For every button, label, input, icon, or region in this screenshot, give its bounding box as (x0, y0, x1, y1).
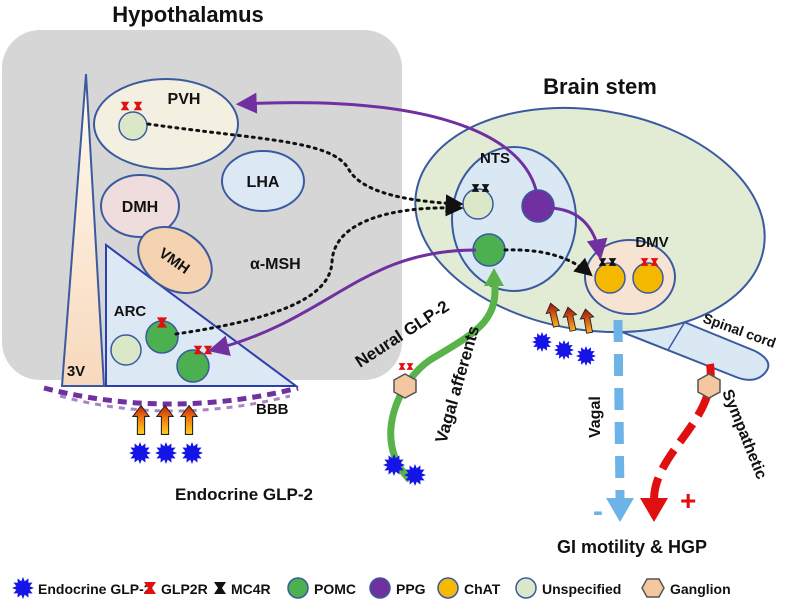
endocrine-glp2-icon (576, 346, 596, 366)
nts-nucleus (451, 146, 577, 292)
nts-ppg-neuron (521, 189, 555, 223)
outcome-label: GI motility & HGP (557, 537, 707, 557)
endocrine-glp2-label: Endocrine GLP-2 (175, 485, 313, 504)
glp2r-icon (398, 363, 406, 370)
legend-endocrine-glp2-icon (12, 577, 34, 599)
legend-label: Ganglion (670, 581, 731, 597)
lha-nucleus (221, 150, 305, 212)
vagal-efferent-pathway (613, 319, 625, 499)
dmh-label: DMH (122, 199, 158, 216)
nts-unspecified-neuron (462, 188, 494, 220)
sympathetic-arrowhead (640, 498, 668, 522)
endocrine-glp2-icon (554, 340, 574, 360)
dmv-label: DMV (635, 234, 668, 251)
legend-label: PPG (396, 581, 426, 597)
endocrine-glp2-icon (181, 442, 203, 464)
ppg-to-pvh-pathway (235, 92, 538, 191)
hypothalamus-title: Hypothalamus (112, 2, 264, 27)
inhibition-sign: - (593, 495, 603, 528)
sympathetic-label: Sympathetic (718, 387, 769, 482)
endocrine-glp2-icon (155, 442, 177, 464)
pvh-label: PVH (168, 91, 201, 108)
arc-unspecified-neuron (110, 334, 142, 366)
stimulation-sign: + (680, 485, 696, 516)
alpha-msh-label: α-MSH (250, 256, 301, 273)
vagal-ganglion (393, 373, 417, 399)
dmv-chat-neuron (594, 262, 626, 294)
legend-label: MC4R (231, 581, 271, 597)
blood-brain-barrier-inner (59, 394, 291, 413)
pvh-unspecified-neuron (118, 111, 148, 141)
arc-label: ARC (114, 303, 147, 320)
arc-pomc-neuron (176, 349, 210, 383)
legend-chat-icon (437, 577, 459, 599)
neural-glp2-pathway (207, 248, 477, 357)
pvh-to-nts-pathway (146, 122, 464, 213)
legend-pomc-icon (287, 577, 309, 599)
vagal-afferent-arrowhead (484, 268, 504, 286)
legend-label: GLP2R (161, 581, 208, 597)
legend-label: Endocrine GLP-2 (38, 581, 152, 597)
nts-label: NTS (480, 150, 510, 167)
dmh-nucleus (100, 174, 180, 238)
nts-pomc-neuron (472, 233, 506, 267)
glp2r-icon (406, 363, 414, 370)
legend-label: ChAT (464, 581, 501, 597)
legend-label: POMC (314, 581, 356, 597)
vagal-afferent-pathway (387, 275, 499, 483)
lha-label: LHA (247, 174, 280, 191)
spinal-cord-divider (667, 319, 687, 351)
sympathetic-ganglion (697, 373, 721, 399)
legend-unspecified-icon (515, 577, 537, 599)
nts-pomc-to-dmv-pathway (503, 248, 593, 277)
third-ventricle (60, 73, 106, 387)
third-ventricle-label: 3V (67, 363, 85, 380)
blood-brain-barrier (43, 385, 299, 407)
alpha-msh-pathway (174, 198, 464, 336)
endocrine-glp2-icon (404, 464, 426, 486)
vmh-nucleus (137, 225, 213, 295)
vagal-efferent-arrowhead (606, 498, 634, 522)
legend-ppg-icon (369, 577, 391, 599)
ppg-to-dmv-pathway (549, 206, 608, 261)
endocrine-glp2-icon (129, 442, 151, 464)
pvh-nucleus (93, 78, 239, 170)
endocrine-glp2-icon (532, 332, 552, 352)
legend-mc4r-icon (214, 582, 226, 594)
legend: Endocrine GLP-2 GLP2R MC4R POMC PPG ChAT… (12, 577, 731, 599)
dmv-chat-neuron (632, 262, 664, 294)
brainstem-title: Brain stem (543, 74, 657, 99)
legend-ganglion-icon (641, 578, 665, 598)
bbb-label: BBB (256, 401, 289, 418)
vagal-label: Vagal (587, 396, 604, 438)
legend-label: Unspecified (542, 581, 621, 597)
